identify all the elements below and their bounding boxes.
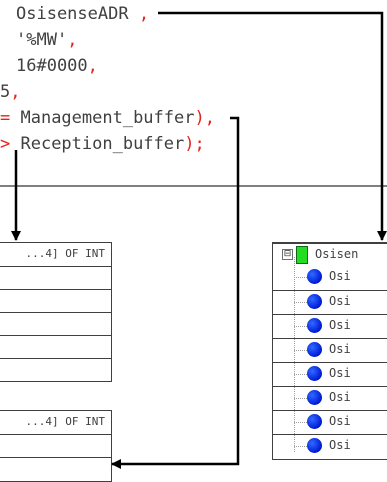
table-row bbox=[0, 457, 111, 480]
table-row bbox=[0, 289, 111, 312]
code-token-address-var: OsisenseADR bbox=[16, 4, 129, 24]
code-line-2: '%MW', bbox=[16, 30, 77, 50]
tree-child-row[interactable]: Osi bbox=[273, 386, 387, 409]
tree-branch-line bbox=[294, 302, 307, 303]
tree-child-label: Osi bbox=[329, 318, 351, 332]
code-punct: , bbox=[87, 56, 98, 76]
code-token-number: 5 bbox=[0, 82, 11, 102]
code-token-number: 16#0000 bbox=[16, 56, 88, 76]
code-punct: , bbox=[128, 4, 150, 24]
variable-node-icon bbox=[307, 318, 322, 333]
code-editor: OsisenseADR , '%MW', 16#0000, 5, = Manag… bbox=[0, 0, 387, 180]
code-line-1: OsisenseADR , bbox=[16, 4, 149, 24]
code-punct: , bbox=[10, 82, 21, 102]
variable-node-icon bbox=[307, 294, 322, 309]
tree-branch-line bbox=[294, 446, 307, 447]
code-token-management-buffer: Management_buffer bbox=[10, 108, 195, 128]
tree-child-label: Osi bbox=[329, 294, 351, 308]
variable-node-icon bbox=[307, 269, 322, 284]
tree-child-row[interactable]: Osi bbox=[273, 410, 387, 433]
management-buffer-table: ...4] OF INT bbox=[0, 242, 112, 382]
tree-child-row[interactable]: Osi bbox=[273, 314, 387, 337]
tree-branch-line bbox=[294, 277, 307, 278]
arrow-to-tree bbox=[158, 11, 387, 241]
table-row bbox=[0, 266, 111, 289]
tree-child-label: Osi bbox=[329, 269, 351, 283]
tree-guide-line bbox=[294, 257, 295, 452]
variable-node-icon bbox=[307, 342, 322, 357]
code-punct: ); bbox=[184, 134, 205, 154]
tree-root-row[interactable]: ⊟ Osisen bbox=[273, 243, 387, 266]
tree-child-label: Osi bbox=[329, 438, 351, 452]
arrow-mgmt-tick bbox=[230, 116, 240, 124]
tree-child-label: Osi bbox=[329, 366, 351, 380]
table-row bbox=[0, 312, 111, 335]
tree-child-row[interactable]: Osi bbox=[273, 434, 387, 457]
tree-branch-line bbox=[294, 422, 307, 423]
variable-node-icon bbox=[307, 390, 322, 405]
variable-node-icon bbox=[307, 414, 322, 429]
device-icon bbox=[296, 246, 308, 264]
variable-node-icon bbox=[307, 366, 322, 381]
code-operator: > bbox=[0, 134, 11, 154]
table-header: ...4] OF INT bbox=[25, 247, 105, 260]
tree-child-label: Osi bbox=[329, 414, 351, 428]
table-row bbox=[0, 335, 111, 358]
tree-root-label: Osisen bbox=[315, 247, 359, 261]
collapse-icon[interactable]: ⊟ bbox=[282, 249, 293, 260]
code-token-string: '%MW' bbox=[16, 30, 68, 50]
code-line-4: 5, bbox=[0, 82, 21, 102]
code-line-6: > Reception_buffer); bbox=[0, 134, 205, 154]
code-punct: ), bbox=[194, 108, 215, 128]
code-punct: , bbox=[67, 30, 78, 50]
table-row bbox=[0, 434, 111, 457]
code-token-reception-buffer: Reception_buffer bbox=[10, 134, 185, 154]
arrow-to-bottom-table bbox=[111, 124, 240, 469]
code-line-5: = Management_buffer), bbox=[0, 108, 215, 128]
tree-child-row[interactable]: Osi bbox=[273, 338, 387, 361]
tree-branch-line bbox=[294, 374, 307, 375]
tree-branch-line bbox=[294, 326, 307, 327]
tree-child-row[interactable]: Osi bbox=[273, 290, 387, 313]
connector-arrows bbox=[0, 11, 387, 469]
code-line-3: 16#0000, bbox=[16, 56, 98, 76]
tree-child-row[interactable]: Osi bbox=[273, 362, 387, 385]
tree-branch-line bbox=[294, 350, 307, 351]
tree-child-label: Osi bbox=[329, 390, 351, 404]
tree-branch-line bbox=[294, 398, 307, 399]
reception-buffer-table: ...4] OF INT bbox=[0, 410, 112, 482]
table-header: ...4] OF INT bbox=[25, 415, 105, 428]
code-operator: = bbox=[0, 108, 11, 128]
variable-node-icon bbox=[307, 438, 322, 453]
tree-child-row[interactable]: Osi bbox=[273, 266, 387, 289]
table-row bbox=[0, 358, 111, 381]
tree-child-label: Osi bbox=[329, 342, 351, 356]
